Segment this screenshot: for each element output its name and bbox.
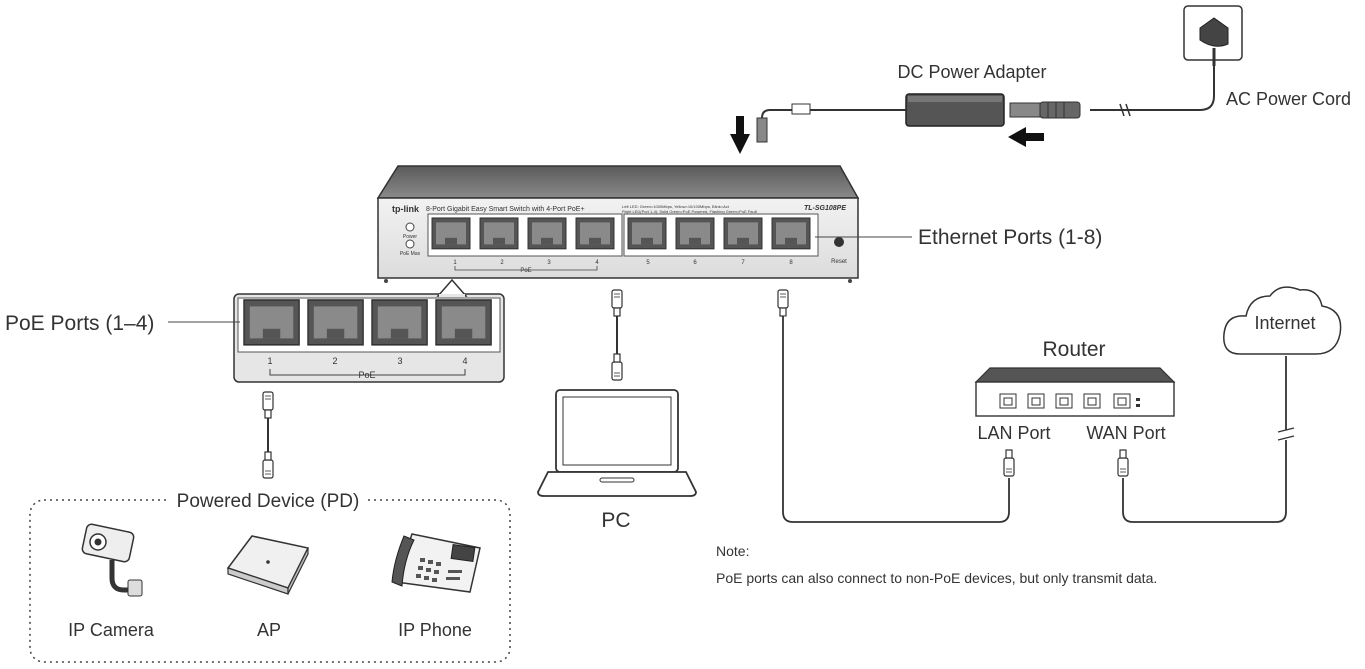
zoom-port-number: 4 — [462, 356, 467, 366]
lan-cable — [777, 289, 1015, 523]
wall-outlet — [1183, 5, 1243, 66]
port-number: 2 — [500, 260, 504, 266]
port-number: 1 — [453, 260, 457, 266]
internet-label: Internet — [1254, 313, 1315, 333]
reset-label: Reset — [831, 259, 847, 265]
ip-camera-label: IP Camera — [68, 620, 155, 640]
poe-max-led-label: PoE Max — [400, 251, 421, 257]
powered-device-label: Powered Device (PD) — [177, 491, 360, 512]
zoom-port-4[interactable] — [435, 299, 492, 346]
poe-group-label: PoE — [520, 268, 531, 274]
switch-port-7[interactable] — [723, 217, 763, 250]
dc-adapter-label: DC Power Adapter — [897, 62, 1046, 82]
ac-plug — [1009, 101, 1081, 119]
zoom-port-number: 2 — [332, 356, 337, 366]
pc-cable — [611, 289, 623, 381]
pd-cable — [262, 391, 274, 479]
note-title: Note: — [716, 543, 749, 559]
powered-device-group — [29, 499, 511, 663]
switch-title: 8-Port Gigabit Easy Smart Switch with 4-… — [426, 206, 585, 213]
reset-button[interactable] — [834, 237, 844, 247]
ap-label: AP — [257, 620, 281, 640]
poe-max-led — [405, 239, 415, 249]
port-number: 5 — [646, 260, 650, 266]
wan-cable — [1117, 356, 1295, 523]
router-label: Router — [1042, 338, 1105, 361]
zoom-port-2[interactable] — [307, 299, 364, 346]
laptop-icon — [537, 389, 697, 497]
internet-cloud-icon — [1223, 286, 1342, 355]
ac-cord-label: AC Power Cord — [1226, 89, 1351, 109]
port-number: 7 — [741, 260, 745, 266]
dc-cable — [761, 109, 906, 140]
wan-port-label: WAN Port — [1086, 423, 1165, 443]
brand-logo: tp-link — [392, 204, 420, 214]
switch-port-4[interactable] — [575, 217, 615, 250]
ethernet-ports-label: Ethernet Ports (1-8) — [918, 226, 1102, 249]
arrow-left-icon — [1008, 127, 1044, 147]
zoom-port-3[interactable] — [371, 299, 428, 346]
switch-port-1[interactable] — [431, 217, 471, 250]
power-led-label: Power — [403, 234, 418, 240]
access-point-icon — [226, 535, 310, 595]
zoom-poe-label: PoE — [358, 370, 375, 380]
poe-ports-label: PoE Ports (1–4) — [5, 312, 154, 335]
switch: tp-link 8-Port Gigabit Easy Smart Switch… — [376, 165, 860, 283]
switch-port-5[interactable] — [627, 217, 667, 250]
model-name: TL-SG108PE — [804, 205, 846, 212]
lan-port-label: LAN Port — [977, 423, 1050, 443]
router-icon — [974, 367, 1176, 417]
power-led — [405, 222, 415, 232]
ip-phone-icon — [391, 533, 481, 593]
port-number: 4 — [595, 260, 599, 266]
arrow-down-icon — [730, 116, 750, 154]
port-number: 8 — [789, 260, 793, 266]
port-number: 6 — [693, 260, 697, 266]
switch-port-8[interactable] — [771, 217, 811, 250]
ac-power-cord — [1090, 66, 1215, 111]
port-number: 3 — [547, 260, 551, 266]
ip-phone-label: IP Phone — [398, 620, 472, 640]
poe-ports-callout: 1 2 3 4 PoE — [233, 278, 505, 383]
zoom-port-number: 3 — [397, 356, 402, 366]
ip-camera-icon — [81, 523, 143, 597]
led-note-1: Left LED: Green=1000Mbps, Yellow=10/100M… — [622, 204, 730, 209]
switch-port-2[interactable] — [479, 217, 519, 250]
switch-port-3[interactable] — [527, 217, 567, 250]
zoom-port-1[interactable] — [243, 299, 300, 346]
switch-port-6[interactable] — [675, 217, 715, 250]
pc-label: PC — [601, 509, 630, 532]
dc-power-adapter — [905, 93, 1005, 127]
note-text: PoE ports can also connect to non-PoE de… — [716, 570, 1157, 586]
led-note-2: Right LED(Port 1-4): Solid Green=PoE Pow… — [622, 209, 758, 214]
zoom-port-number: 1 — [267, 356, 272, 366]
